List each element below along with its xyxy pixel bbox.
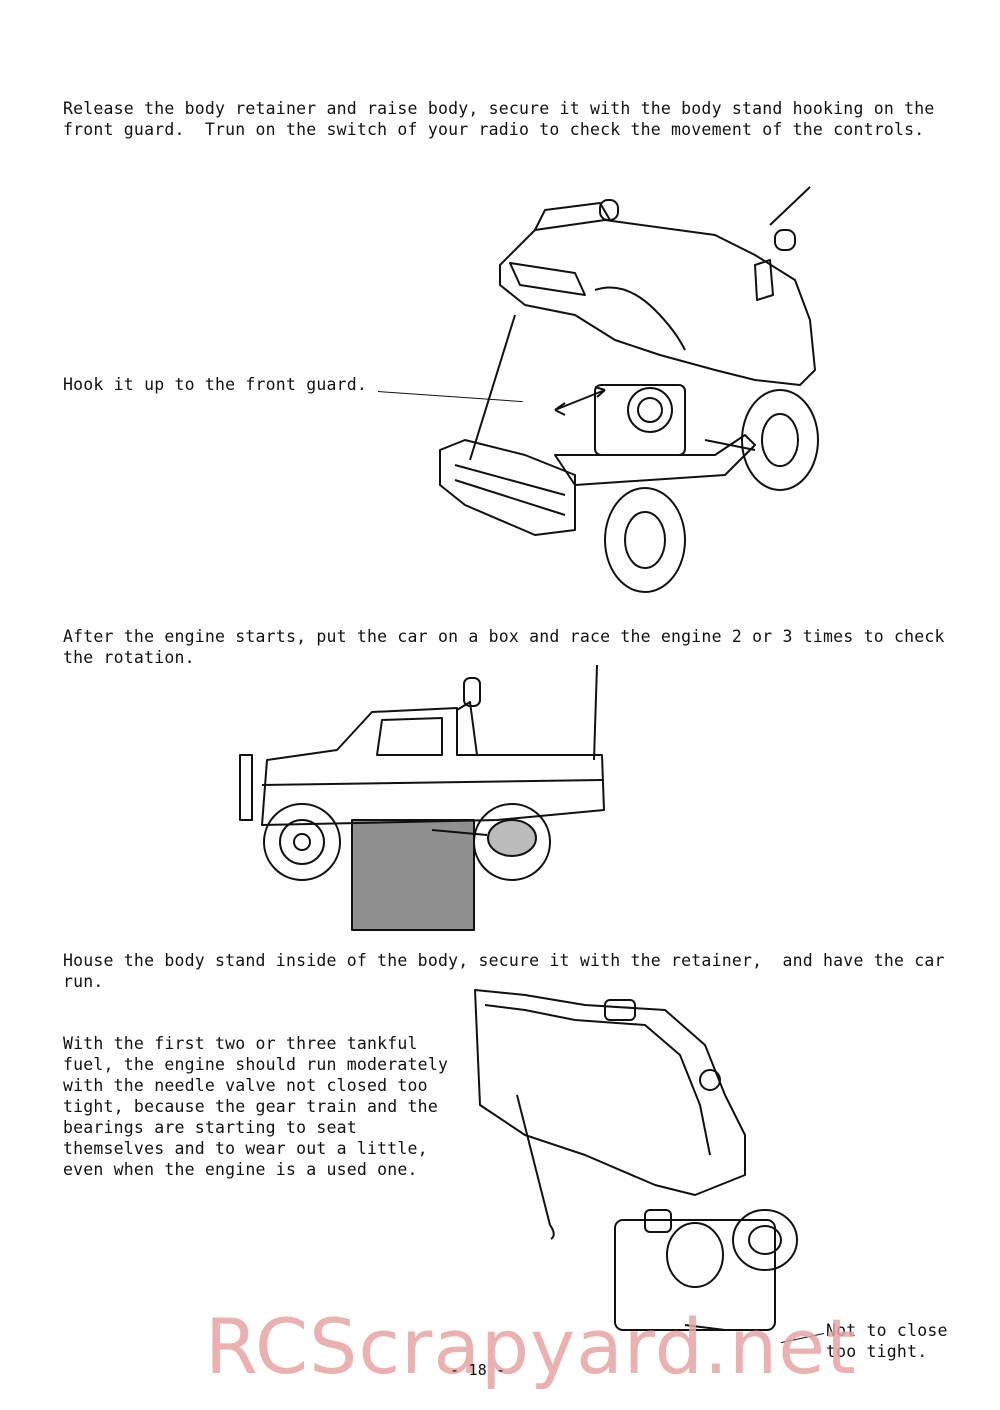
instruction-break-in: With the first two or three tankful fuel… <box>63 1034 449 1179</box>
label-hook-front-guard: Hook it up to the front guard. <box>63 375 368 394</box>
body-interior-illustration <box>465 985 810 1345</box>
car-on-box-illustration <box>232 660 612 935</box>
page-number: - 18 - <box>450 1361 506 1379</box>
instruction-engine-starts: After the engine starts, put the car on … <box>63 627 945 667</box>
label-not-close-too-tight: Not to close too tight. <box>826 1321 948 1361</box>
instruction-house-stand: House the body stand inside of the body,… <box>63 951 945 991</box>
instruction-release-body: Release the body retainer and raise body… <box>63 99 935 139</box>
raised-body-illustration <box>425 185 835 595</box>
watermark: RCScrapyard.net <box>205 1302 857 1391</box>
